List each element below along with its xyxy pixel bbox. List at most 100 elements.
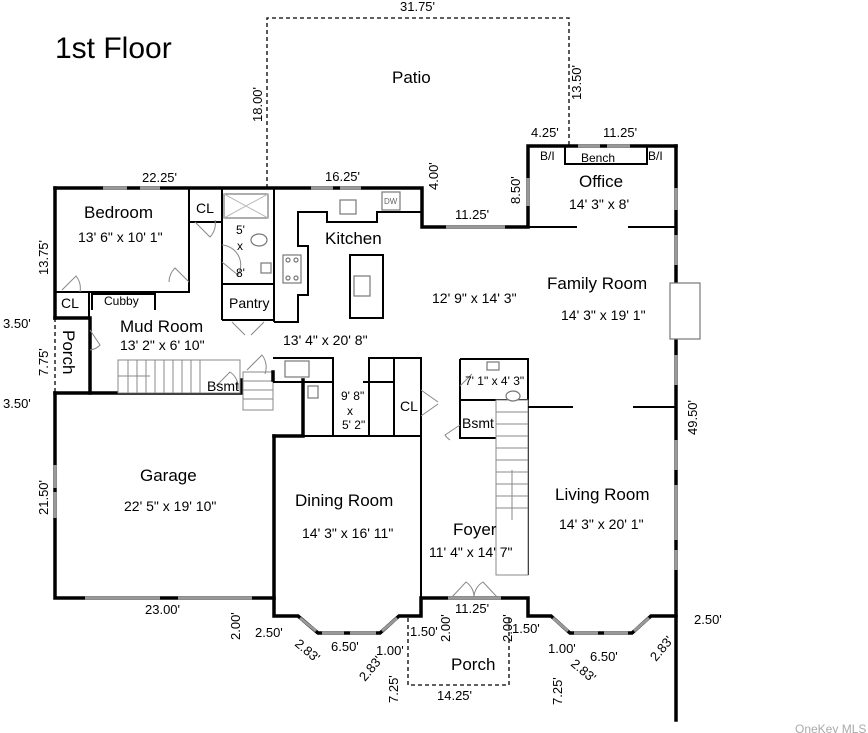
dim-porch-right-offset: 1.50' — [512, 621, 540, 636]
basement-stairs-kitchen — [242, 371, 274, 411]
bsmt-foyer-label: Bsmt — [462, 415, 494, 431]
door-kitchen-stair[interactable] — [246, 354, 267, 375]
butler-height: 5' 2" — [342, 418, 365, 432]
half-bath-toilet — [505, 390, 521, 402]
dim-patio-left: 18.00' — [250, 87, 265, 122]
dim-porch-top-jog: 3.50' — [3, 316, 31, 331]
dim-porch-bottom-jog: 3.50' — [3, 396, 31, 411]
window — [299, 616, 317, 633]
bar-sink-small — [307, 385, 319, 399]
door-bedroom[interactable] — [168, 267, 190, 283]
room-side-porch-name: Porch — [59, 330, 78, 374]
dim-kitchen-top: 16.25' — [325, 169, 360, 184]
bath-x: x — [237, 239, 243, 253]
dim-bay-left-step: 2.50' — [255, 625, 283, 640]
dim-porch-width: 14.25' — [437, 688, 472, 703]
room-bedroom-size: 13' 6" x 10' 1" — [78, 229, 163, 245]
dim-porch-depth-right: 7.25' — [550, 677, 565, 705]
floor-title: 1st Floor — [55, 32, 172, 65]
patio-label: Patio — [392, 68, 431, 87]
dim-right-side: 49.50' — [685, 400, 700, 435]
door-closet[interactable] — [61, 275, 81, 293]
builtin-right-label: B/I — [648, 149, 663, 163]
dim-office-top-left: 4.25' — [531, 125, 559, 140]
room-cubby-label: Cubby — [104, 294, 139, 308]
bench-label: Bench — [581, 151, 615, 165]
bench — [564, 146, 648, 165]
room-living-name: Living Room — [555, 485, 650, 504]
dim-porch-depth-left: 7.25' — [386, 675, 401, 703]
door-bsmt-mud[interactable] — [215, 371, 239, 390]
dim-bay-right-front: 6.50' — [590, 649, 618, 664]
door-foyer-bsmt[interactable] — [444, 424, 461, 441]
door-front-entry[interactable] — [451, 581, 498, 598]
room-dinette-size: 12' 9" x 14' 3" — [432, 290, 517, 306]
room-pantry-name: Pantry — [229, 295, 269, 311]
dim-bay-right-step: 2.50' — [694, 612, 722, 627]
kitchen-counters — [274, 188, 423, 323]
watermark: OneKey MLS — [795, 722, 866, 733]
cubby — [91, 293, 156, 310]
dim-patio-right: 13.50' — [569, 65, 584, 100]
room-office-size: 14' 3" x 8' — [569, 196, 629, 212]
dishwasher-label: DW — [384, 197, 398, 206]
dim-family-top: 11.25' — [455, 207, 489, 222]
dim-bay-left-return: 1.00' — [376, 643, 404, 658]
room-dining-name: Dining Room — [295, 491, 393, 510]
dishwasher — [381, 191, 401, 211]
dim-garage-left: 21.50' — [36, 480, 51, 515]
dim-office-top-right: 11.25' — [603, 125, 637, 140]
room-living-size: 14' 3" x 20' 1" — [559, 516, 644, 532]
room-dining-size: 14' 3" x 16' 11" — [302, 525, 393, 541]
bar-sink — [284, 360, 310, 378]
room-foyer-name: Foyer — [453, 520, 497, 539]
room-foyer-size: 11' 4" x 14' 7" — [429, 544, 513, 560]
door-bedroom-closet[interactable] — [194, 219, 216, 238]
dim-entry-width: 11.25' — [455, 601, 489, 616]
bath-sink — [260, 262, 272, 274]
shower-x — [223, 193, 269, 219]
dim-porch-left-jog: 2.00' — [438, 614, 453, 642]
room-family-size: 14' 3" x 19' 1" — [561, 307, 646, 323]
window — [552, 616, 569, 633]
window — [381, 616, 398, 633]
dim-bedroom-left: 13.75' — [36, 240, 51, 275]
kitchen-sink — [339, 199, 357, 215]
foyer-closet-label: CL — [400, 398, 418, 414]
half-bath-size: 7' 1" x 4' 3" — [465, 374, 524, 388]
stair-treads — [243, 380, 273, 400]
door-half-bath[interactable] — [459, 373, 473, 387]
door-side-porch[interactable] — [89, 329, 101, 351]
room-kitchen-name: Kitchen — [325, 229, 382, 248]
dim-office-left: 8.50' — [508, 176, 523, 204]
door-bath[interactable] — [221, 244, 242, 276]
room-office-name: Office — [579, 172, 623, 191]
room-closet-label: CL — [196, 200, 214, 216]
butler-x: x — [347, 404, 353, 418]
room-garage-name: Garage — [140, 466, 197, 485]
door-foyer-closet[interactable] — [420, 389, 439, 417]
room-garage-size: 22' 5" x 19' 10" — [124, 498, 216, 514]
builtin-left-label: B/I — [540, 149, 555, 163]
stair-treads — [496, 411, 528, 520]
toilet — [250, 233, 268, 247]
closet-mud-wall — [55, 292, 90, 319]
door-pantry[interactable] — [231, 321, 265, 336]
room-kitchen-size: 13' 4" x 20' 8" — [283, 332, 368, 348]
dim-porch-side: 7.75' — [36, 348, 51, 376]
dim-bedroom-top: 22.25' — [142, 170, 177, 185]
closet-block — [363, 357, 422, 437]
dim-garage-bottom: 23.00' — [145, 602, 180, 617]
dim-porch-left-offset: 1.50' — [410, 624, 438, 639]
room-front-porch-name: Porch — [451, 655, 495, 674]
window — [633, 616, 650, 633]
room-bedroom-name: Bedroom — [84, 203, 153, 222]
foyer-bsmt-wall — [459, 400, 496, 439]
room-closet-mud-label: CL — [61, 295, 79, 311]
bath-width: 5' — [236, 223, 245, 237]
stair-treads — [118, 360, 201, 393]
dim-bay-right-diag2: 2.83' — [647, 633, 676, 664]
room-mud-size: 13' 2" x 6' 10" — [120, 337, 205, 353]
fireplace — [669, 282, 701, 340]
